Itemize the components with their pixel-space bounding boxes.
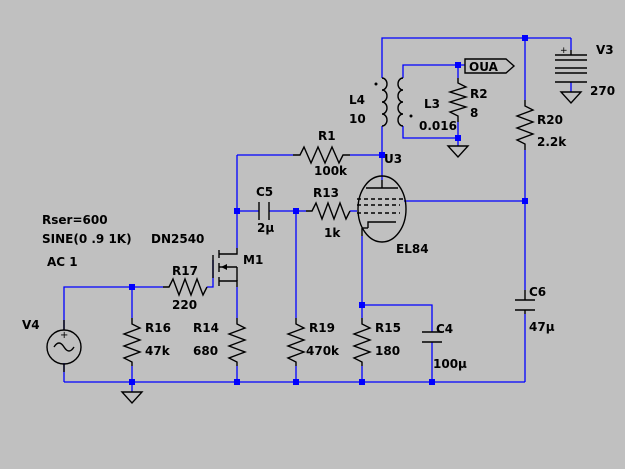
ground-symbol [446, 145, 470, 159]
r1-value-label: 100k [314, 164, 348, 178]
wire-l3-top [402, 64, 465, 78]
r19-ref-label: R19 [309, 321, 335, 335]
v4-rser-label: Rser=600 [42, 213, 108, 227]
r13-ref-label: R13 [313, 186, 339, 200]
r14-ref-label: R14 [193, 321, 219, 335]
r2-value-label: 8 [470, 106, 478, 120]
l4-ref-label: L4 [349, 93, 365, 107]
r15-ref-label: R15 [375, 321, 401, 335]
junction [293, 208, 299, 214]
r20-resistor[interactable] [515, 100, 535, 150]
c5-capacitor[interactable] [258, 202, 270, 220]
m1-model-label: DN2540 [151, 232, 204, 246]
u3-ref-label: U3 [384, 152, 402, 166]
wires [63, 37, 572, 392]
c6-capacitor[interactable] [515, 290, 535, 314]
l3-value-label: 0.016 [419, 119, 457, 133]
r13-value-label: 1k [324, 226, 341, 240]
junction [359, 379, 365, 385]
r19-value-label: 470k [306, 344, 340, 358]
junction [522, 198, 528, 204]
r14-value-label: 680 [193, 344, 218, 358]
v4-ref-label: V4 [22, 318, 40, 332]
r15-resistor[interactable] [352, 318, 372, 366]
v4-sine-label: SINE(0 .9 1K) [42, 232, 132, 246]
r16-value-label: 47k [145, 344, 171, 358]
wire-l3-bottom [402, 126, 458, 139]
junction [359, 302, 365, 308]
junction [379, 152, 385, 158]
junction [129, 284, 135, 290]
c5-ref-label: C5 [256, 185, 273, 199]
l4-value-label: 10 [349, 112, 366, 126]
wire-c4-top [362, 304, 433, 332]
m1-mosfet-symbol[interactable] [212, 248, 238, 287]
r15-value-label: 180 [375, 344, 400, 358]
junction [293, 379, 299, 385]
c6-ref-label: C6 [529, 285, 546, 299]
c6-value-label: 47µ [529, 320, 555, 334]
r14-resistor[interactable] [227, 318, 247, 366]
labels: Rser=600 SINE(0 .9 1K) AC 1 V4 DN2540 M1… [22, 43, 615, 371]
c4-capacitor[interactable] [422, 331, 442, 343]
u3-pentode-symbol[interactable] [357, 175, 407, 243]
r17-resistor[interactable] [163, 277, 208, 297]
v4-source-symbol[interactable]: + [46, 320, 82, 372]
v3-battery-symbol[interactable]: + [555, 46, 587, 83]
r16-resistor[interactable] [122, 318, 142, 366]
r17-value-label: 220 [172, 298, 197, 312]
v3-ref-label: V3 [596, 43, 614, 57]
junction [129, 379, 135, 385]
junctions [129, 35, 528, 385]
junction [455, 135, 461, 141]
m1-ref-label: M1 [243, 253, 263, 267]
oua-label: OUA [469, 60, 499, 74]
l3-inductor[interactable] [397, 77, 413, 127]
junction [234, 379, 240, 385]
svg-text:+: + [60, 330, 68, 341]
r1-resistor[interactable] [293, 145, 350, 165]
wire-r17-gate [207, 260, 214, 288]
wire-bplus-top [381, 37, 525, 78]
ground-symbol [559, 91, 583, 105]
u3-model-label: EL84 [396, 242, 429, 256]
r2-ref-label: R2 [470, 87, 488, 101]
svg-text:+: + [560, 46, 568, 56]
c5-value-label: 2µ [257, 221, 274, 235]
r13-resistor[interactable] [306, 201, 351, 221]
c4-ref-label: C4 [436, 322, 453, 336]
r1-ref-label: R1 [318, 129, 336, 143]
v3-value-label: 270 [590, 84, 615, 98]
c4-value-label: 100µ [433, 357, 467, 371]
l4-inductor[interactable] [374, 77, 388, 127]
junction [522, 35, 528, 41]
r17-ref-label: R17 [172, 264, 198, 278]
r19-resistor[interactable] [286, 318, 306, 366]
v4-ac-label: AC 1 [47, 255, 78, 269]
ground-symbol [120, 391, 144, 405]
l3-ref-label: L3 [424, 97, 440, 111]
r16-ref-label: R16 [145, 321, 171, 335]
wire-v4-top [63, 286, 132, 330]
junction [234, 208, 240, 214]
r20-value-label: 2.2k [537, 135, 567, 149]
oua-netlabel[interactable]: OUA [464, 58, 516, 74]
r2-resistor[interactable] [447, 78, 469, 122]
junction [429, 379, 435, 385]
junction [455, 62, 461, 68]
r20-ref-label: R20 [537, 113, 563, 127]
